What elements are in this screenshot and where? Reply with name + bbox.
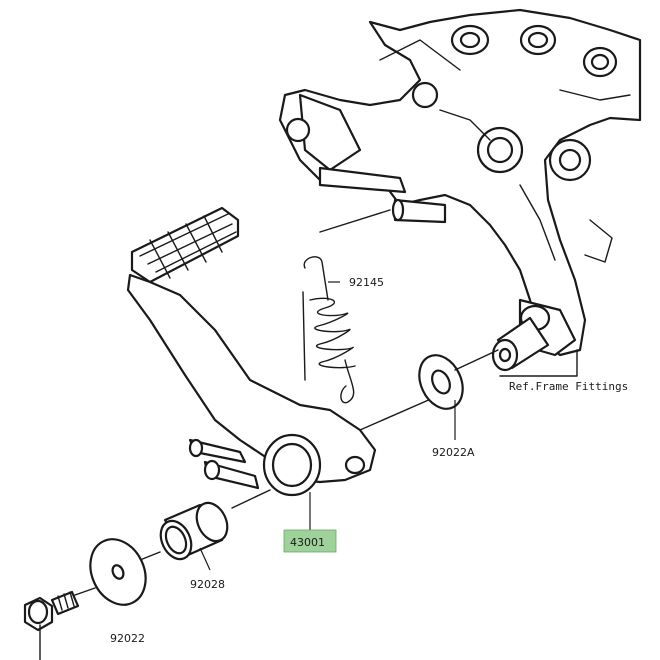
brake-pedal (126, 206, 441, 497)
label-ref-frame: Ref.Frame Fittings (509, 380, 628, 393)
label-bushing: 92028 (190, 578, 225, 591)
label-washer: 92022A (432, 446, 475, 459)
bolt (23, 590, 80, 660)
highlight-box (283, 529, 337, 553)
label-pedal: 43001 (290, 536, 325, 549)
frame-fitting (278, 8, 642, 357)
flat-washer-92022 (74, 538, 147, 606)
washer-92022a (418, 349, 499, 410)
label-spring: 92145 (349, 276, 384, 289)
bushing-92028 (139, 489, 271, 561)
leader-bushing (199, 547, 211, 571)
return-spring (302, 209, 391, 404)
label-flat-washer: 92022 (110, 632, 145, 645)
pivot-shaft (491, 316, 578, 377)
